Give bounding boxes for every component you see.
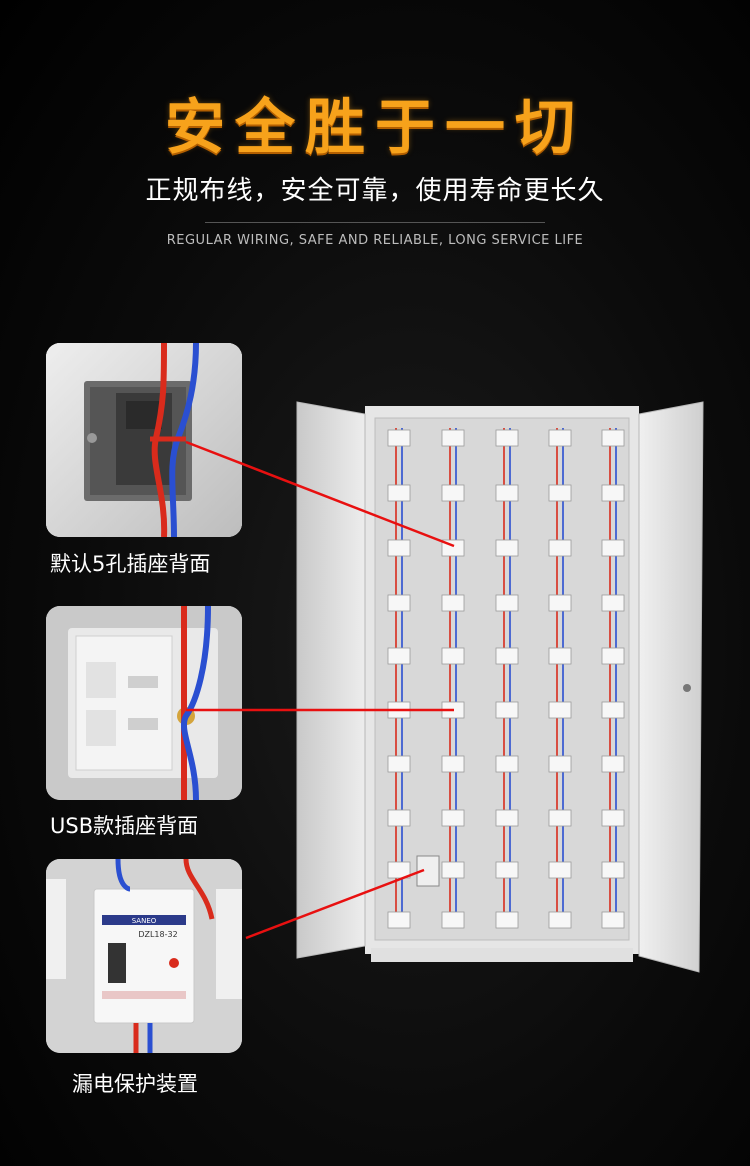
socket — [548, 594, 572, 612]
socket — [441, 484, 465, 502]
socket — [601, 594, 625, 612]
feature-caption: 默认5孔插座背面 — [50, 552, 211, 576]
socket — [495, 755, 519, 773]
socket — [387, 539, 411, 557]
socket — [548, 484, 572, 502]
socket — [548, 809, 572, 827]
breaker-brand: SANEO — [132, 917, 157, 925]
socket — [548, 701, 572, 719]
feature-caption: USB款插座背面 — [50, 814, 199, 838]
socket — [441, 755, 465, 773]
socket — [601, 539, 625, 557]
lock-icon — [683, 684, 691, 692]
socket — [548, 429, 572, 447]
socket — [387, 594, 411, 612]
socket — [387, 429, 411, 447]
socket — [601, 911, 625, 929]
socket — [387, 701, 411, 719]
charging-cabinet — [296, 401, 704, 973]
page-subtitle: 正规布线，安全可靠，使用寿命更长久 — [145, 176, 605, 206]
socket — [548, 911, 572, 929]
socket — [548, 861, 572, 879]
socket — [495, 809, 519, 827]
socket — [441, 429, 465, 447]
socket — [601, 861, 625, 879]
socket — [387, 647, 411, 665]
socket — [441, 594, 465, 612]
socket — [548, 755, 572, 773]
socket — [495, 861, 519, 879]
breaker-model: DZL18-32 — [138, 930, 177, 939]
socket — [495, 594, 519, 612]
socket — [495, 539, 519, 557]
socket-back-photo — [46, 343, 242, 537]
socket — [495, 701, 519, 719]
socket — [441, 861, 465, 879]
socket — [601, 647, 625, 665]
socket — [387, 484, 411, 502]
title-divider — [205, 222, 545, 223]
socket — [495, 911, 519, 929]
socket — [387, 861, 411, 879]
socket — [601, 484, 625, 502]
socket — [387, 809, 411, 827]
socket — [441, 539, 465, 557]
socket — [441, 911, 465, 929]
socket — [601, 755, 625, 773]
socket — [495, 429, 519, 447]
socket — [441, 701, 465, 719]
page-subtitle-english: REGULAR WIRING, SAFE AND RELIABLE, LONG … — [166, 233, 584, 248]
leakage-breaker-photo: SANEO DZL18-32 — [46, 859, 242, 1053]
socket — [441, 647, 465, 665]
socket — [548, 539, 572, 557]
socket — [441, 809, 465, 827]
socket — [601, 809, 625, 827]
socket — [387, 755, 411, 773]
socket — [495, 484, 519, 502]
usb-socket-back-photo — [46, 606, 242, 800]
socket — [548, 647, 572, 665]
socket — [601, 701, 625, 719]
feature-caption: 漏电保护装置 — [72, 1072, 198, 1096]
socket — [495, 647, 519, 665]
socket — [387, 911, 411, 929]
leakage-breaker — [416, 855, 440, 887]
page-title: 安全胜于一切 — [165, 93, 585, 163]
socket — [601, 429, 625, 447]
